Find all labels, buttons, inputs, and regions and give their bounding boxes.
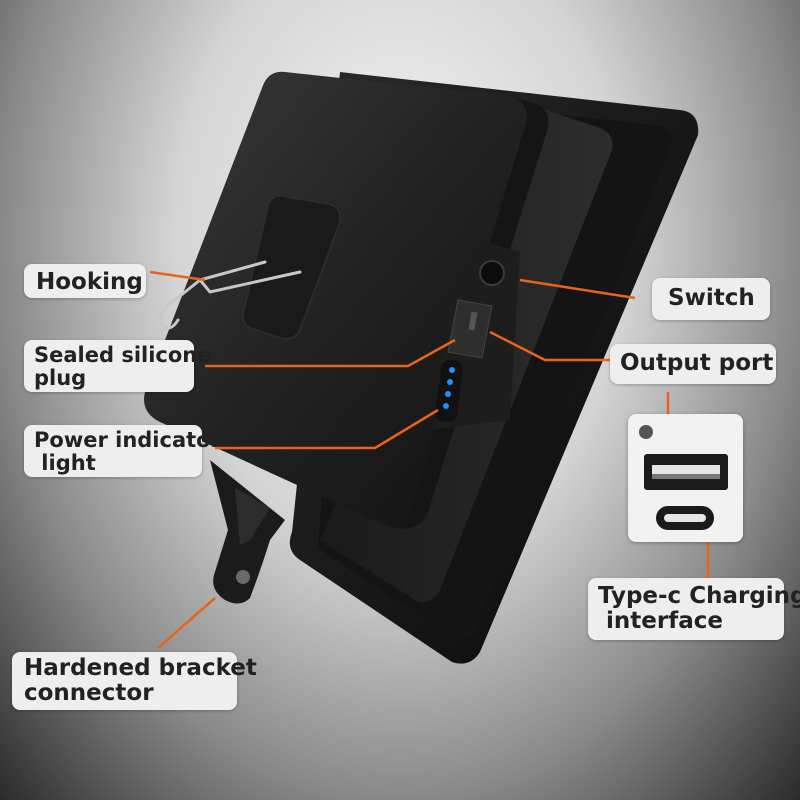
callout-lines: [149, 270, 710, 649]
callout-plug: [205, 338, 456, 368]
callout-bracket: [157, 597, 216, 649]
label-power-indicator: Power indicator light: [24, 425, 221, 477]
hook-wire: [158, 260, 302, 330]
label-hooking: Hooking: [24, 264, 146, 298]
label-sealed-plug: Sealed silicone plug: [24, 340, 212, 392]
bracket: [210, 460, 285, 604]
power-indicator-leds: [434, 359, 464, 423]
label-output-port: Output port: [610, 344, 776, 384]
callout-output: [489, 330, 610, 362]
hook-mount: [241, 194, 342, 340]
callout-indicator: [215, 408, 439, 450]
sealed-plug: [447, 299, 493, 359]
label-type-c: Type-c Charging interface: [588, 578, 800, 640]
switch-button: [479, 260, 505, 286]
label-bracket: Hardened bracket connector: [12, 652, 257, 710]
label-switch: Switch: [652, 278, 770, 320]
callout-switch: [519, 278, 636, 300]
port-closeup: [628, 414, 743, 542]
led-dot: [639, 425, 653, 439]
callout-hooking: [149, 270, 206, 282]
port-closeup-drawing: [639, 425, 728, 530]
